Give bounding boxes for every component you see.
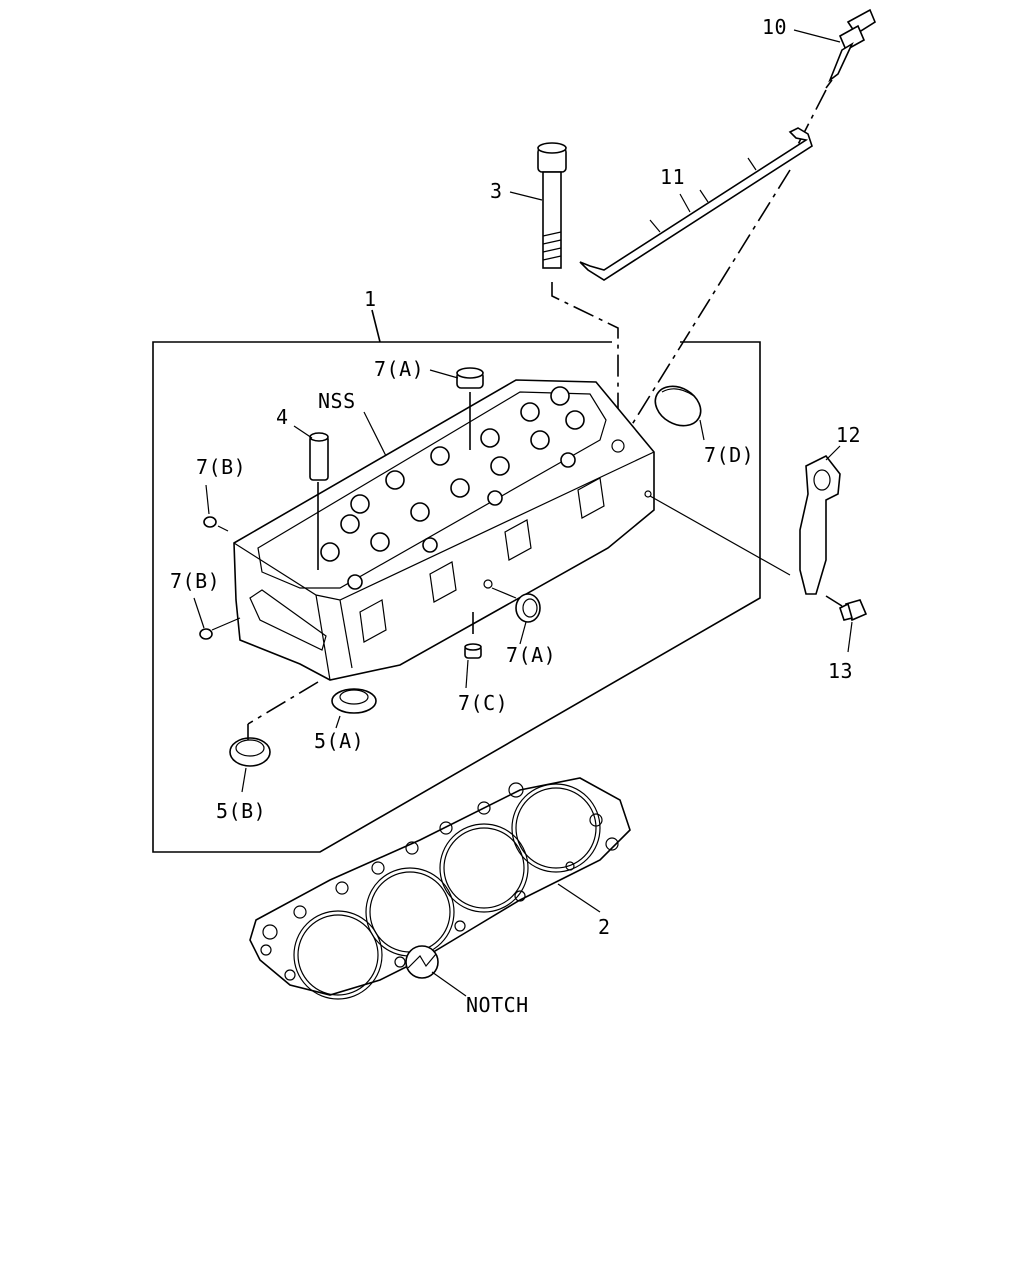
bracket-bolt-part xyxy=(825,595,868,622)
head-gasket-part xyxy=(249,777,631,1000)
label-part-5b: 5(B) xyxy=(216,799,266,823)
label-part-12: 12 xyxy=(836,423,861,447)
label-part-13: 13 xyxy=(828,659,853,683)
seal-5b-part xyxy=(229,724,271,767)
valve-bosses xyxy=(320,386,585,590)
label-part-7b-upper: 7(B) xyxy=(196,455,246,479)
leader-lines xyxy=(193,29,853,793)
label-part-2: 2 xyxy=(598,915,611,939)
plug-7c-part xyxy=(464,612,482,659)
label-nss: NSS xyxy=(318,389,356,413)
label-part-5a: 5(A) xyxy=(314,729,364,753)
assembly-frame xyxy=(152,309,761,853)
plug-7b-upper-part xyxy=(203,516,217,528)
label-part-7d: 7(D) xyxy=(704,443,754,467)
label-part-10: 10 xyxy=(762,15,787,39)
plug-7a-top-part xyxy=(456,367,484,450)
valve-guide-part xyxy=(309,432,329,570)
gasket-notch-detail xyxy=(405,945,439,979)
plug-7d-part xyxy=(654,385,702,427)
label-part-4: 4 xyxy=(276,405,289,429)
label-part-7c: 7(C) xyxy=(458,691,508,715)
glow-plug-connector-part xyxy=(579,127,813,461)
head-bolt-part xyxy=(537,142,619,440)
bracket-part xyxy=(799,454,841,595)
glow-plug-part xyxy=(789,8,876,161)
label-part-3: 3 xyxy=(490,179,503,203)
seal-5a-part xyxy=(247,681,377,725)
label-part-11: 11 xyxy=(660,165,685,189)
label-part-7a-side: 7(A) xyxy=(506,643,556,667)
label-part-7a-top: 7(A) xyxy=(374,357,424,381)
label-part-7b-lower: 7(B) xyxy=(170,569,220,593)
plug-7b-lower-part xyxy=(199,628,213,640)
cylinder-head-body xyxy=(211,379,791,681)
callout-labels: 10 11 3 1 7(A) NSS 4 7(B) 7(B) 7(D) 12 7… xyxy=(170,15,861,1017)
label-notch: NOTCH xyxy=(466,993,529,1017)
plug-7a-side-part xyxy=(515,593,541,623)
label-part-1: 1 xyxy=(364,287,377,311)
gasket-holes xyxy=(260,782,619,981)
